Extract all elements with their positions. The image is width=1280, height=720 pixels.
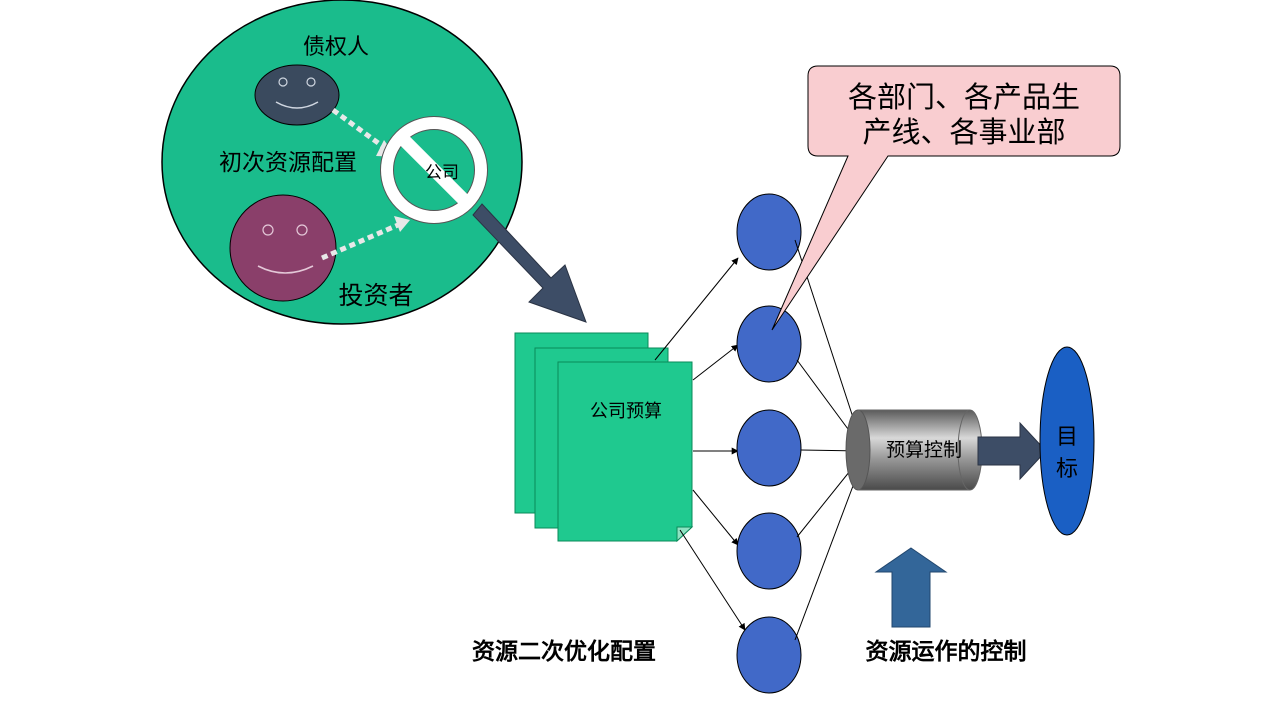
- company-prohibition-icon: [380, 116, 488, 224]
- target-label-line2: 标: [1056, 457, 1078, 482]
- operation-control-caption: 资源运作的控制: [866, 638, 1027, 665]
- doc-to-node-arrows: [654, 257, 746, 631]
- target-node: 目 标: [1039, 346, 1095, 536]
- company-budget-docs: 公司预算: [514, 332, 694, 543]
- company-label: 公司: [425, 163, 459, 183]
- doc-arrow-4: [692, 489, 739, 546]
- department-node-4: [736, 512, 802, 590]
- budget-control-cylinder: 预算控制: [845, 409, 983, 491]
- creditor-face-icon: [254, 64, 340, 126]
- department-callout: 各部门、各产品生 产线、各事业部: [771, 65, 1121, 331]
- allocation-flow-arrow: [472, 203, 587, 323]
- operation-control-up-arrow: [874, 547, 948, 628]
- target-label-line1: 目: [1056, 425, 1078, 450]
- callout-line1: 各部门、各产品生: [848, 80, 1080, 114]
- node-arrow-5: [794, 461, 864, 641]
- doc-arrow-5: [679, 529, 746, 631]
- investor-label: 投资者: [338, 281, 413, 310]
- department-node-1: [736, 193, 802, 271]
- callout-line2: 产线、各事业部: [862, 115, 1065, 149]
- department-node-3: [736, 409, 802, 487]
- department-node-5: [736, 616, 802, 694]
- initial-allocation-label: 初次资源配置: [219, 150, 357, 176]
- control-to-target-arrow: [977, 421, 1047, 481]
- investor-to-company-arrow: [321, 216, 410, 261]
- department-nodes: [736, 193, 802, 694]
- budget-control-label: 预算控制: [886, 439, 962, 461]
- doc-arrow-1: [654, 257, 739, 361]
- secondary-allocation-caption: 资源二次优化配置: [472, 638, 656, 665]
- company-budget-label: 公司预算: [590, 401, 662, 422]
- doc-arrow-2: [692, 344, 739, 381]
- creditor-label: 债权人: [303, 35, 369, 60]
- initial-allocation-group: 债权人 初次资源配置 投资者: [161, 0, 523, 325]
- department-node-2: [736, 305, 802, 383]
- investor-face-icon: [229, 194, 337, 302]
